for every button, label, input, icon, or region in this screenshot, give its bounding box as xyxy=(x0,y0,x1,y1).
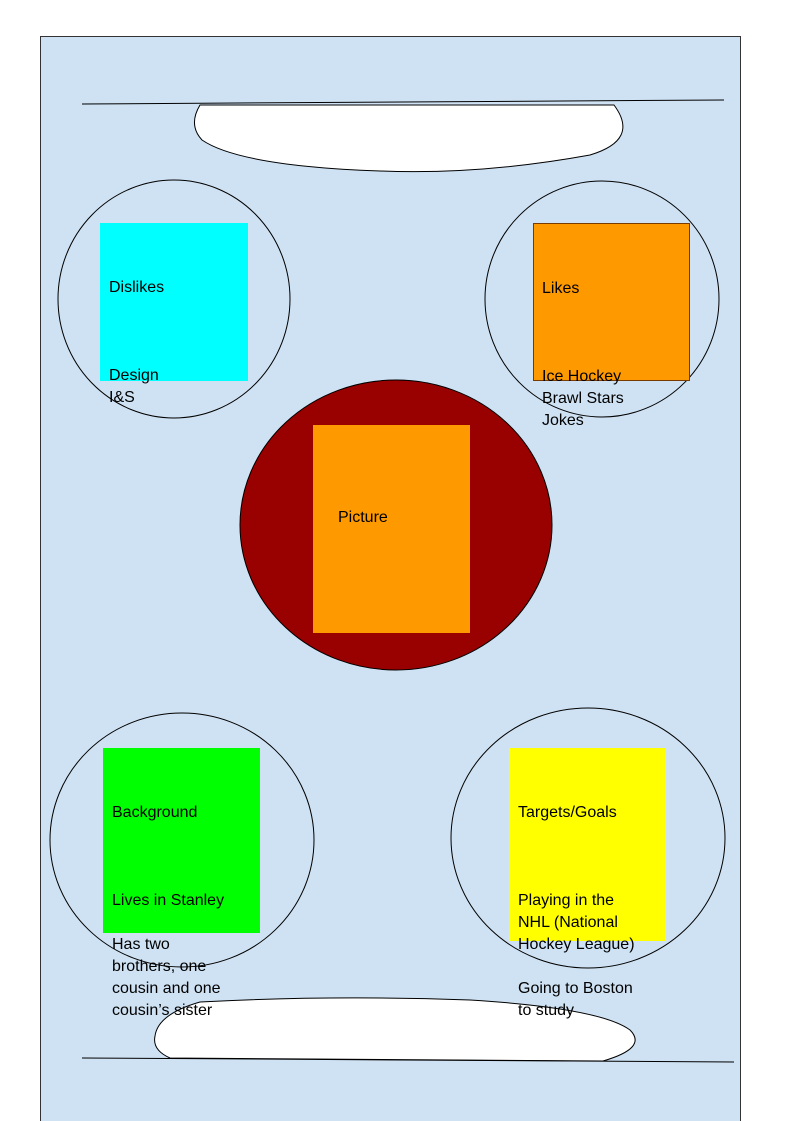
dislikes-note: Dislikes Design I&S xyxy=(100,223,248,406)
goals-body: Playing in the NHL (National Hockey Leag… xyxy=(518,892,635,1019)
bottom-puck-shape xyxy=(154,997,636,1062)
background-title: Background xyxy=(112,804,198,821)
likes-items: Ice Hockey Brawl Stars Jokes xyxy=(542,368,624,429)
likes-title: Likes xyxy=(542,280,580,297)
likes-note: Likes Ice Hockey Brawl Stars Jokes xyxy=(533,223,690,429)
dislikes-title: Dislikes xyxy=(109,279,165,296)
likes-circle xyxy=(484,180,720,418)
dislikes-circle xyxy=(57,179,291,419)
top-line xyxy=(81,99,725,105)
dislikes-items: Design I&S xyxy=(109,367,159,406)
picture-label: Picture xyxy=(338,509,388,526)
top-puck-shape xyxy=(194,104,624,173)
background-circle xyxy=(49,712,315,968)
goals-circle xyxy=(450,707,726,969)
background-body: Lives in Stanley Has two brothers, one c… xyxy=(112,892,225,1019)
goals-title: Targets/Goals xyxy=(518,804,617,821)
goals-note: Targets/Goals Playing in the NHL (Nation… xyxy=(509,748,666,1019)
bottom-line xyxy=(81,1057,735,1063)
background-note: Background Lives in Stanley Has two brot… xyxy=(103,748,260,1019)
picture-placeholder: Picture xyxy=(313,425,470,633)
